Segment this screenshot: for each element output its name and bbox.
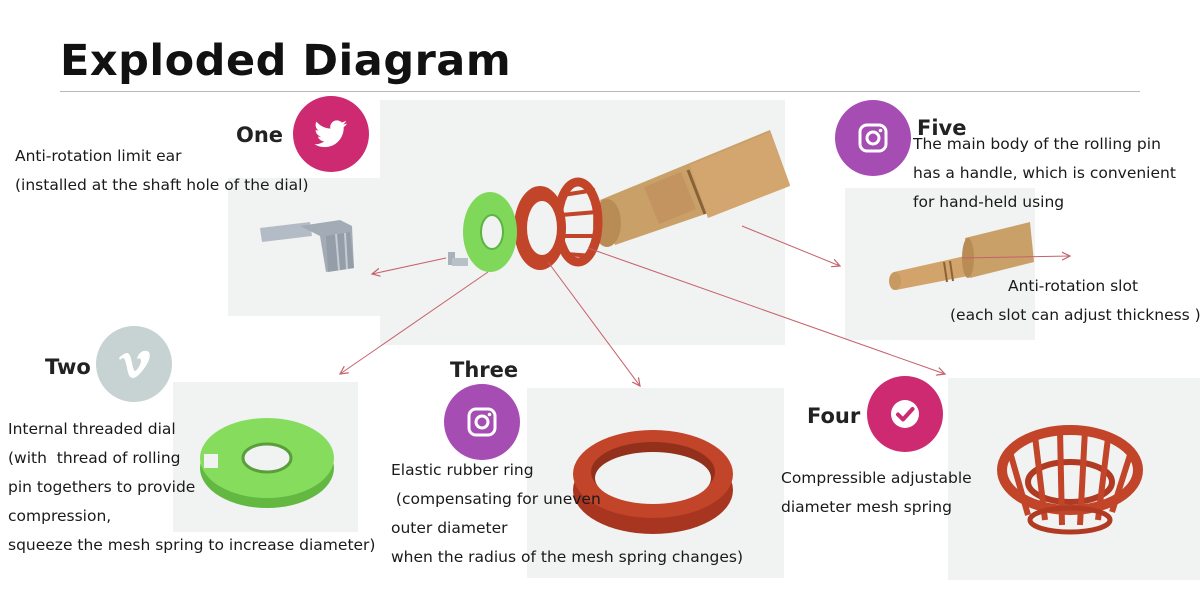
part-four-heading: Four bbox=[807, 404, 860, 428]
part-two-description: Internal threaded dial (with thread of r… bbox=[8, 415, 375, 560]
text-line: outer diameter bbox=[391, 514, 743, 543]
text-line: The main body of the rolling pin bbox=[913, 130, 1176, 159]
assembly-limit-ear bbox=[448, 252, 468, 266]
part-three-description: Elastic rubber ring (compensating for un… bbox=[391, 456, 743, 572]
text-line: Compressible adjustable bbox=[781, 464, 972, 493]
text-line: has a handle, which is convenient bbox=[913, 159, 1176, 188]
text-line: (each slot can adjust thickness ) bbox=[950, 301, 1196, 330]
text-line: (with thread of rolling bbox=[8, 444, 375, 473]
check-icon bbox=[867, 376, 943, 452]
text-line: (compensating for uneven bbox=[391, 485, 743, 514]
text-line: Anti-rotation slot bbox=[950, 272, 1196, 301]
text-line: Anti-rotation limit ear bbox=[15, 142, 309, 171]
assembly-threaded-dial bbox=[463, 192, 517, 272]
text-line: (installed at the shaft hole of the dial… bbox=[15, 171, 309, 200]
text-line: compression, bbox=[8, 502, 375, 531]
text-line: Elastic rubber ring bbox=[391, 456, 743, 485]
vimeo-icon bbox=[96, 326, 172, 402]
text-line: squeeze the mesh spring to increase diam… bbox=[8, 531, 375, 560]
part-three-heading: Three bbox=[450, 358, 518, 382]
assembly-rubber-ring bbox=[514, 186, 566, 270]
text-line: diameter mesh spring bbox=[781, 493, 972, 522]
instagram-icon bbox=[444, 384, 520, 460]
instagram-icon bbox=[835, 100, 911, 176]
text-line: when the radius of the mesh spring chang… bbox=[391, 543, 743, 572]
part-five-description: The main body of the rolling pin has a h… bbox=[913, 130, 1176, 217]
rolling-pin-assembly bbox=[448, 130, 790, 272]
mesh-spring-part bbox=[1002, 430, 1138, 532]
slot-note: Anti-rotation slot (each slot can adjust… bbox=[950, 272, 1196, 330]
part-four-description: Compressible adjustable diameter mesh sp… bbox=[781, 464, 972, 522]
text-line: for hand-held using bbox=[913, 188, 1176, 217]
part-two-heading: Two bbox=[45, 355, 91, 379]
part-one-description: Anti-rotation limit ear (installed at th… bbox=[15, 142, 309, 200]
text-line: Internal threaded dial bbox=[8, 415, 375, 444]
text-line: pin togethers to provide bbox=[8, 473, 375, 502]
limit-ear-part bbox=[260, 220, 354, 272]
